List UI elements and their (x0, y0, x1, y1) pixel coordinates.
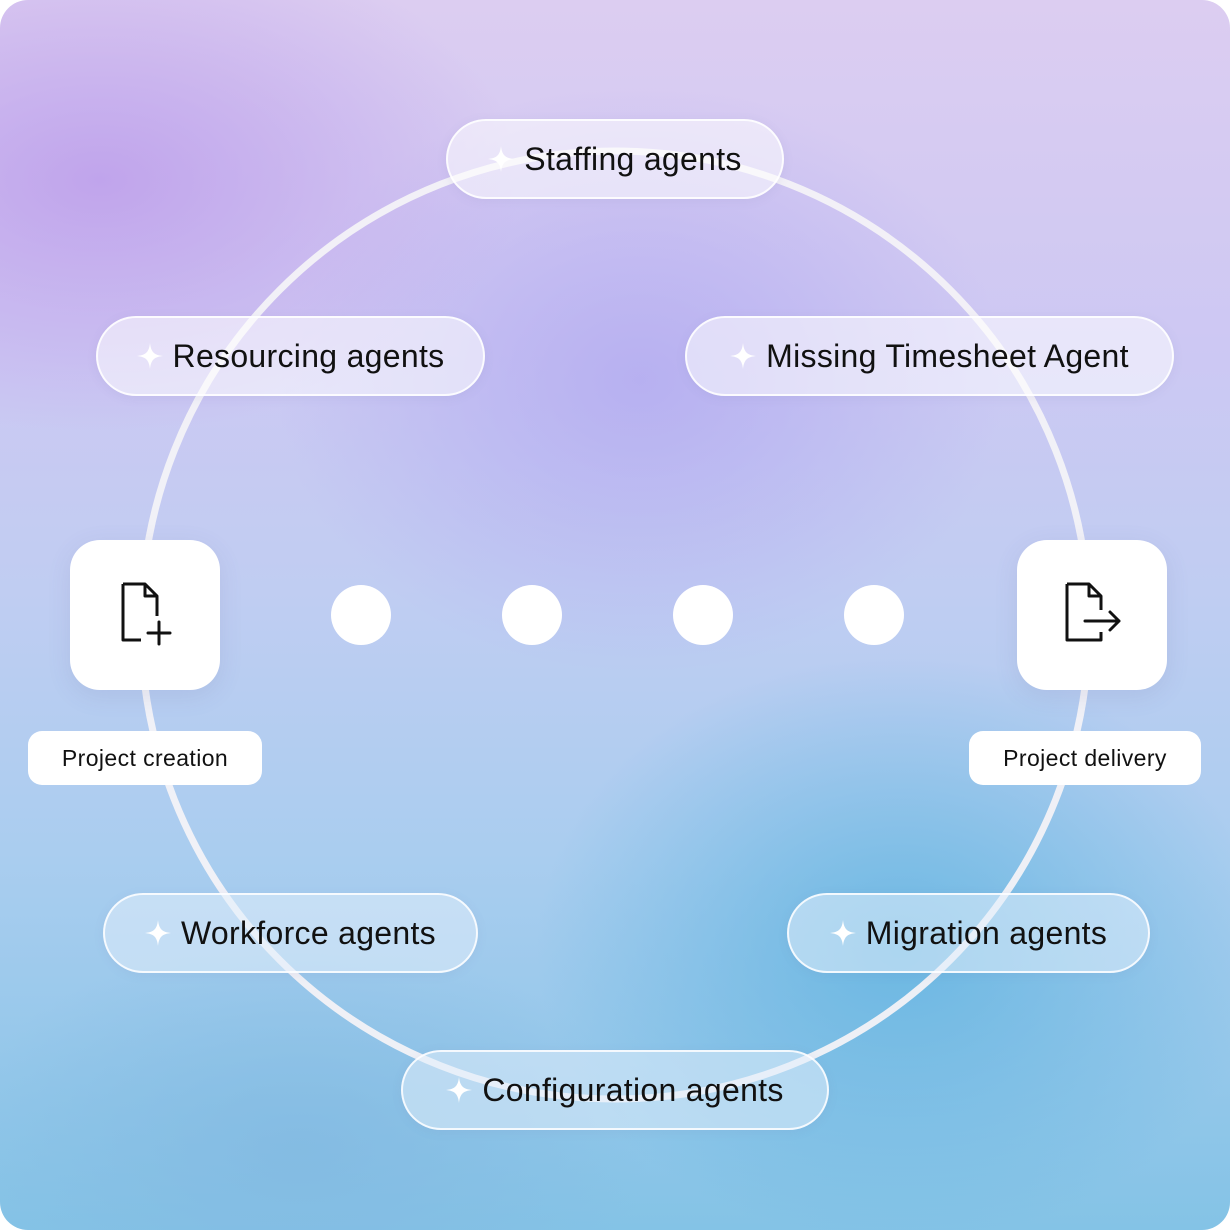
sparkle-icon (730, 343, 757, 369)
pill-label: Missing Timesheet Agent (766, 337, 1129, 374)
sparkle-icon (446, 1077, 473, 1103)
progress-dot (673, 585, 733, 645)
project-delivery-label: Project delivery (969, 731, 1201, 785)
pill-label: Workforce agents (181, 914, 436, 951)
pill-label: Staffing agents (524, 140, 742, 177)
staffing-agents-pill: Staffing agents (446, 119, 784, 199)
missing-timesheet-agent-pill: Missing Timesheet Agent (685, 316, 1174, 396)
project-creation-tile (70, 540, 220, 690)
project-delivery-tile (1017, 540, 1167, 690)
sparkle-icon (488, 146, 515, 172)
migration-agents-pill: Migration agents (787, 893, 1150, 973)
file-export-icon (1065, 582, 1121, 642)
resourcing-agents-pill: Resourcing agents (96, 316, 485, 396)
project-creation-label: Project creation (28, 731, 262, 785)
pill-label: Resourcing agents (172, 337, 445, 374)
file-plus-icon (121, 582, 172, 646)
pill-label: Migration agents (865, 914, 1108, 951)
sparkle-icon (145, 920, 171, 946)
progress-dot (331, 585, 391, 645)
progress-dot (844, 585, 904, 645)
pill-label: Configuration agents (482, 1071, 784, 1108)
progress-dot (502, 585, 562, 645)
sparkle-icon (829, 920, 856, 946)
workforce-agents-pill: Workforce agents (103, 893, 478, 973)
sparkle-icon (136, 343, 163, 369)
configuration-agents-pill: Configuration agents (401, 1050, 829, 1130)
